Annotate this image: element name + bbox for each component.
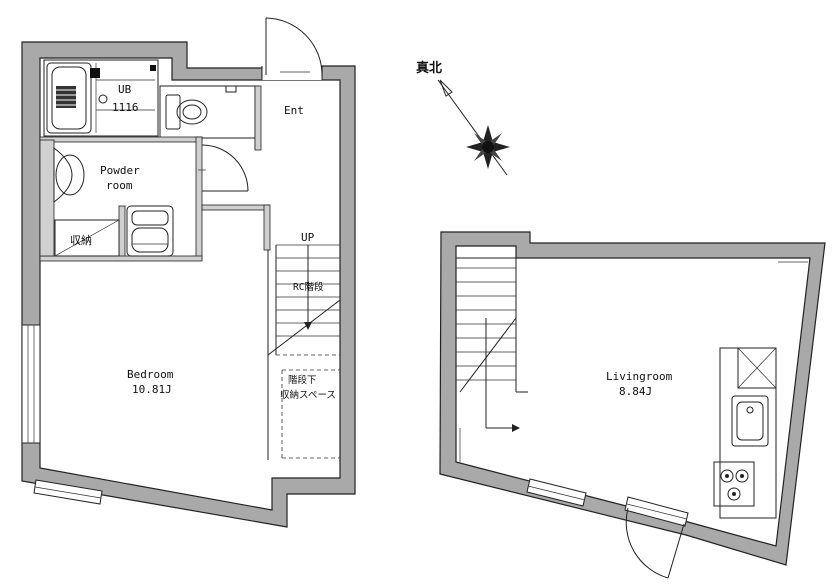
first-floor-plan — [21, 17, 356, 528]
storage-label: 収納 — [70, 234, 92, 247]
second-floor-walls — [439, 231, 826, 566]
gas-stove-icon — [713, 461, 755, 507]
rc-staircase — [267, 244, 341, 478]
washing-machine — [126, 205, 174, 257]
entrance-door — [261, 17, 323, 80]
kitchen-counter — [713, 347, 777, 519]
bedroom-name: Bedroom — [127, 368, 174, 381]
storage-closet — [54, 219, 120, 257]
compass-star-icon — [466, 125, 510, 169]
powder-room-label-2: room — [106, 179, 133, 192]
unit-bath — [43, 59, 159, 137]
under-stair-label-1: 階段下 — [288, 374, 317, 386]
north-label: 真北 — [416, 60, 442, 76]
living-name: Livingroom — [606, 370, 673, 383]
rc-stair-label: RC階段 — [293, 281, 324, 293]
ub-size: 1116 — [112, 101, 139, 114]
under-stair-label-2: 収納スペース — [280, 389, 336, 401]
powder-room-label-1: Powder — [100, 164, 140, 177]
entrance-label: Ent — [284, 104, 304, 117]
kitchen-sink — [731, 395, 769, 447]
refrigerator-space — [737, 347, 777, 389]
living-window-bottom — [526, 478, 689, 527]
living-area: 8.84J — [619, 385, 652, 398]
second-floor-plan — [439, 231, 826, 579]
wash-basin — [53, 146, 85, 204]
north-arrow: 真北 — [416, 60, 510, 176]
bedroom-window-bottom — [33, 479, 103, 505]
room-labels: UB 1116 Ent Powder room 収納 UP RC階段 Bedro… — [70, 83, 673, 401]
upper-staircase — [456, 257, 528, 462]
bath-drain-grate — [56, 86, 76, 108]
powder-room-door — [198, 144, 249, 192]
bedroom-area: 10.81J — [132, 383, 172, 396]
bedroom-window-left — [21, 324, 41, 444]
stair-up-label: UP — [301, 231, 315, 244]
ub-label: UB — [118, 83, 132, 96]
balcony-door — [625, 507, 685, 579]
